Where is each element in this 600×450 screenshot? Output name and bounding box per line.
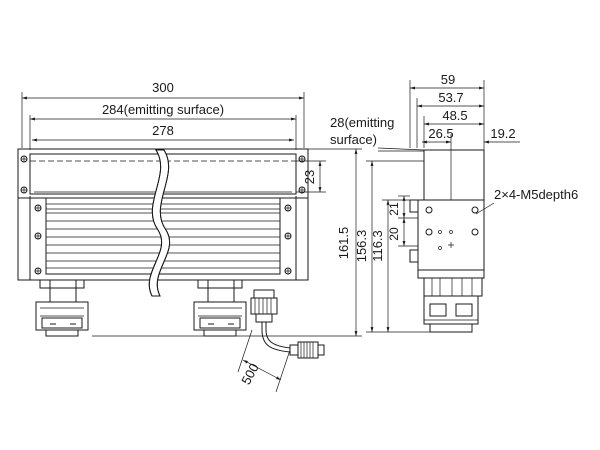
dim-label-156-3: 156.3 [354, 230, 369, 263]
dim-label-278: 278 [152, 123, 174, 138]
dim-label-26-5: 26.5 [428, 126, 453, 141]
hole-callout: 2×4-M5depth6 [475, 187, 578, 215]
dimension-21: 21 [387, 195, 418, 219]
heatsink-fins [45, 197, 281, 275]
dim-label-20: 20 [387, 227, 401, 241]
dimension-26-5: 26.5 19.2 [422, 126, 520, 150]
dim-label-500: 500 [238, 361, 261, 387]
dim-label-284: 284(emitting surface) [102, 102, 224, 117]
dimension-284: 284(emitting surface) [29, 102, 297, 150]
dimension-23: 23 [296, 160, 326, 193]
dim-label-48-5: 48.5 [442, 108, 467, 123]
dim-label-59: 59 [441, 72, 455, 87]
dimension-161-5: 161.5 [92, 148, 362, 337]
dimension-116-3: 116.3 [370, 199, 410, 332]
dimension-59: 59 [409, 72, 485, 150]
dim-label-19-2: 19.2 [490, 126, 515, 141]
emitting-note-line1: 28(emitting [330, 115, 394, 130]
dim-label-23: 23 [302, 170, 317, 184]
side-body [409, 149, 485, 271]
housing-outline [17, 148, 309, 281]
dimension-156-3: 156.3 [354, 160, 430, 333]
emitting-surface-note: 28(emitting surface) [330, 115, 425, 152]
front-view: 300 284(emitting surface) 278 [17, 80, 362, 393]
dimension-20: 20 [387, 218, 418, 247]
dim-label-161-5: 161.5 [336, 227, 351, 260]
side-bracket [417, 269, 485, 333]
cable-connector [250, 289, 325, 359]
dimension-300: 300 [21, 80, 305, 148]
dim-label-300: 300 [152, 80, 174, 95]
dim-label-21: 21 [387, 202, 401, 216]
hole-callout-text: 2×4-M5depth6 [494, 187, 578, 202]
side-view: 59 53.7 48.5 26.5 19.2 28(emitting surfa… [330, 72, 578, 333]
mounting-bracket-right [193, 279, 247, 337]
dim-label-53-7: 53.7 [438, 90, 463, 105]
dimension-278: 278 [32, 123, 294, 142]
emitting-note-line2: surface) [330, 132, 377, 147]
corner-screws [20, 155, 306, 275]
dim-label-116-3: 116.3 [370, 230, 385, 262]
break-mark [148, 149, 171, 297]
dimension-53-7: 53.7 [416, 90, 484, 148]
mounting-bracket-left [35, 279, 89, 337]
